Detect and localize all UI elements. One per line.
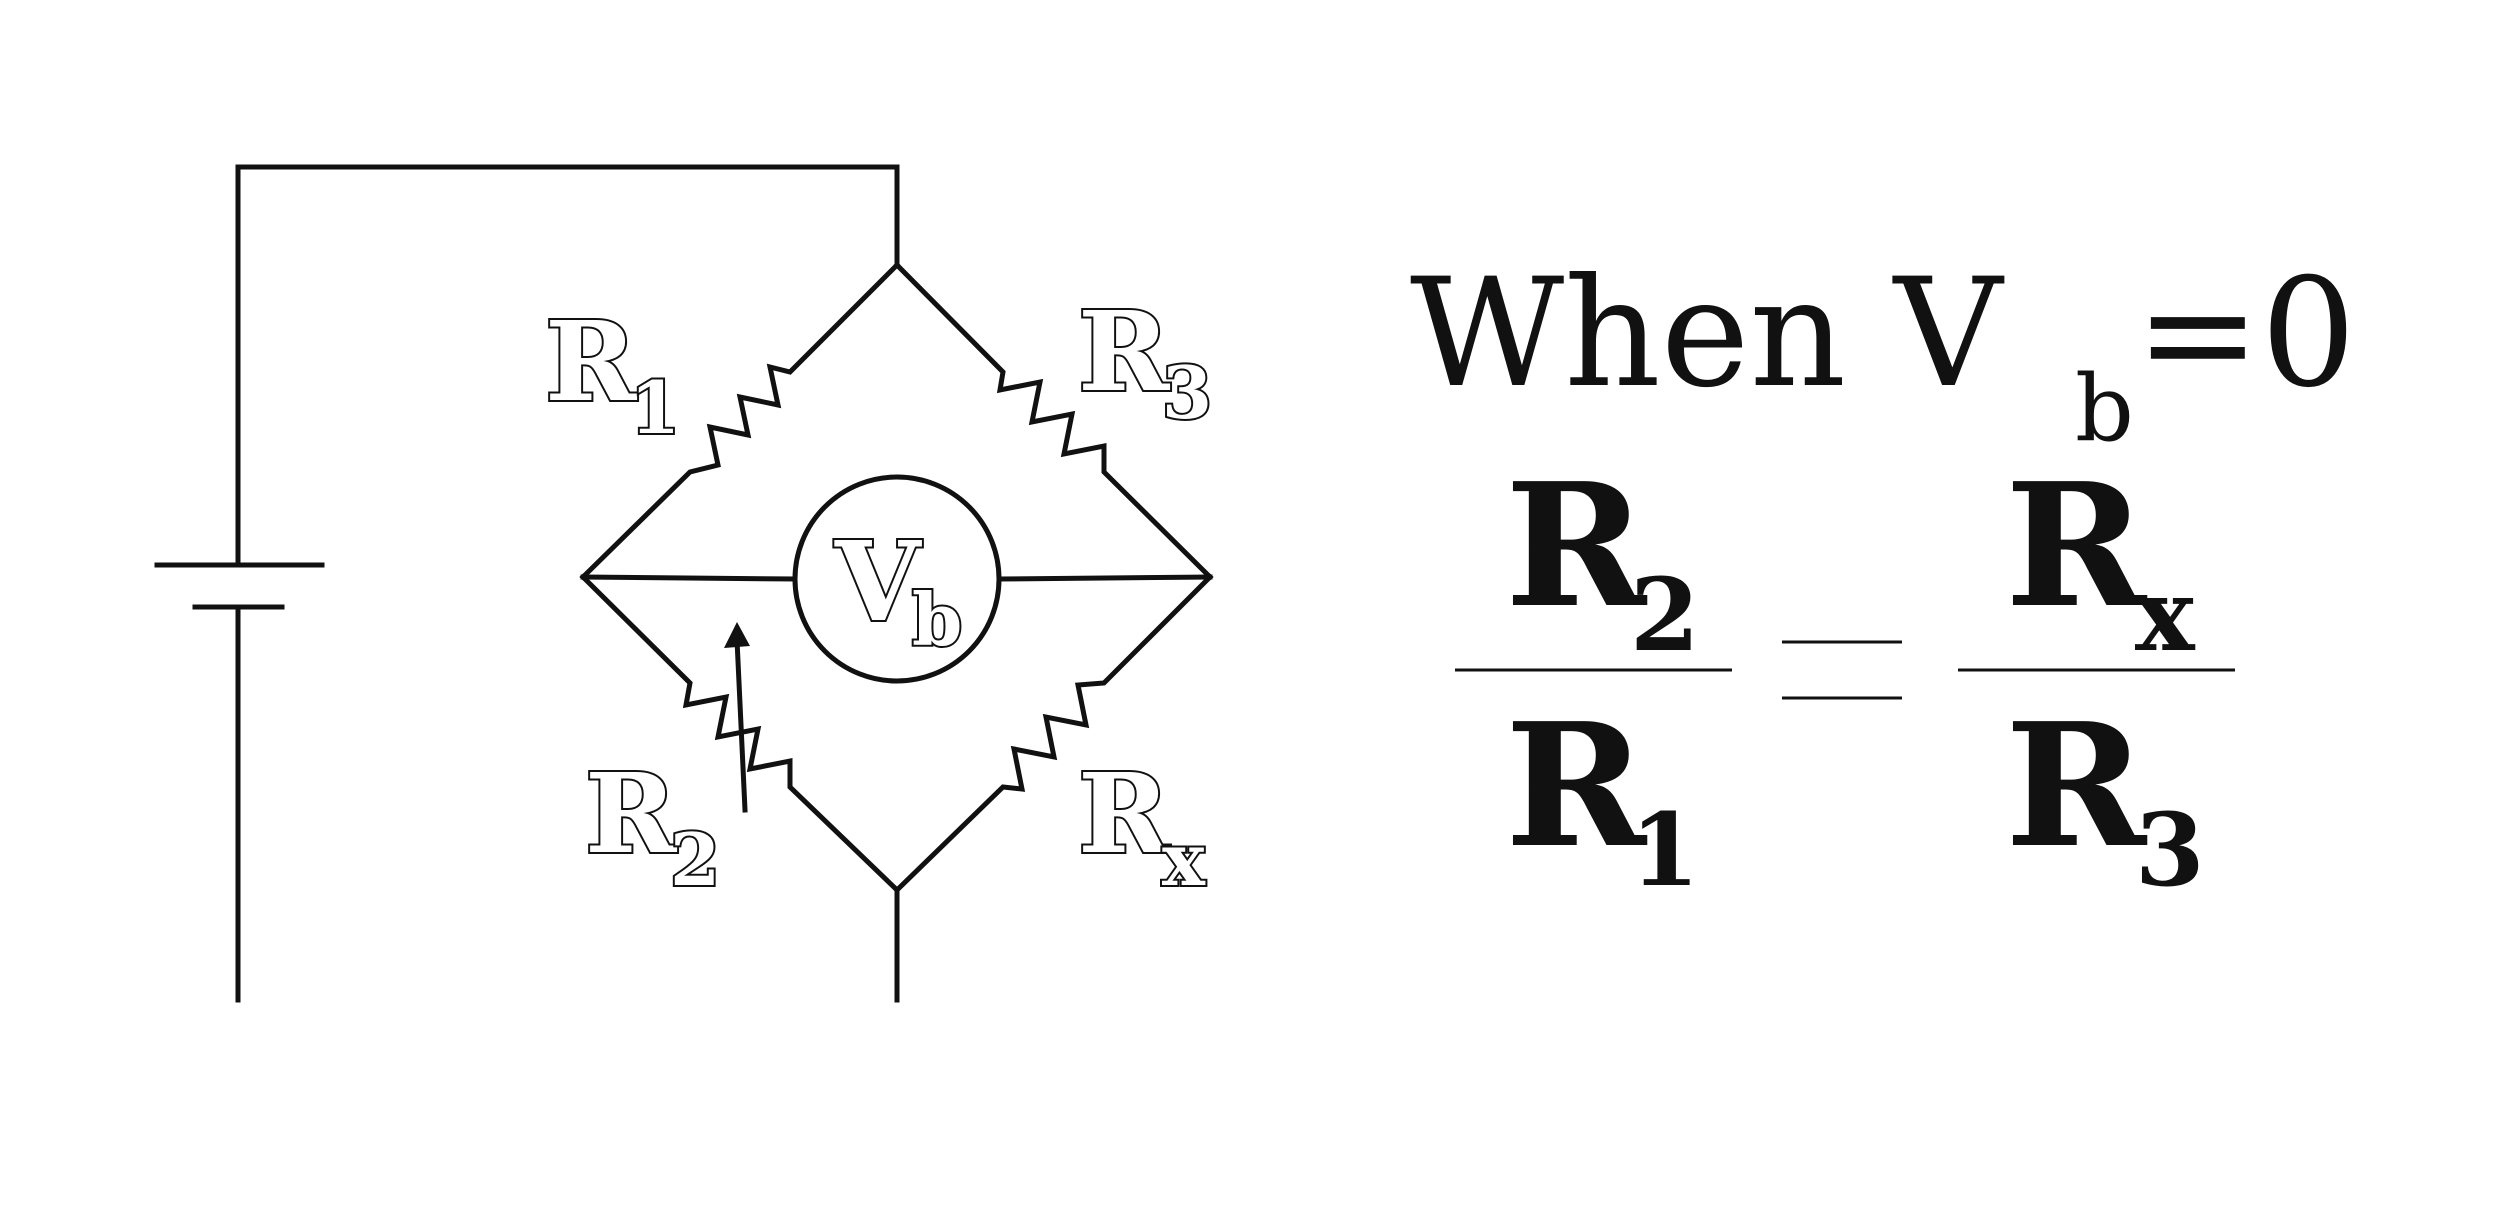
right-numerator: R (2005, 446, 2148, 646)
meter-label-sub: b (912, 577, 962, 662)
bridge-arms (579, 261, 1214, 894)
resistor-r1 (579, 261, 901, 581)
variable-arrow-head (724, 622, 750, 648)
resistor-rx (893, 573, 1214, 894)
right-numerator-sub: x (2135, 556, 2196, 674)
meter-left-wire (580, 574, 798, 582)
r3-label: R (1078, 287, 1171, 416)
top-supply-wire (235, 164, 900, 568)
meter-right-wire (996, 574, 1213, 582)
variable-arrow-shaft (734, 637, 748, 813)
balance-equation: When V b =0 R 2 R 1 R x R 3 (1410, 247, 2356, 909)
meter-circle (792, 474, 1002, 684)
r1-label-sub: 1 (630, 365, 680, 450)
r2-label: R (585, 749, 678, 878)
meter: V b (580, 474, 1213, 684)
resistor-r3 (893, 261, 1214, 581)
resistor-r2 (579, 573, 901, 894)
resistor-labels: R 1 R 3 R 2 R x (543, 285, 1214, 904)
right-denominator-sub: 3 (2135, 791, 2205, 909)
rx-label-sub: x (1162, 817, 1206, 902)
left-denominator-sub: 1 (1630, 791, 1700, 909)
rx-label: R (1078, 749, 1171, 878)
condition-sub: b (2075, 355, 2134, 462)
condition-suffix: =0 (2135, 247, 2356, 421)
r3-label-sub: 3 (1162, 350, 1212, 435)
right-denominator: R (2005, 686, 2148, 886)
left-numerator: R (1505, 446, 1648, 646)
r1-label: R (545, 297, 638, 426)
r2-label-sub: 2 (670, 817, 720, 902)
left-numerator-sub: 2 (1630, 556, 1700, 674)
meter-label: V (834, 517, 922, 646)
battery-circuit (154, 164, 900, 1003)
condition-prefix: When V (1410, 247, 2005, 421)
left-denominator: R (1505, 686, 1648, 886)
